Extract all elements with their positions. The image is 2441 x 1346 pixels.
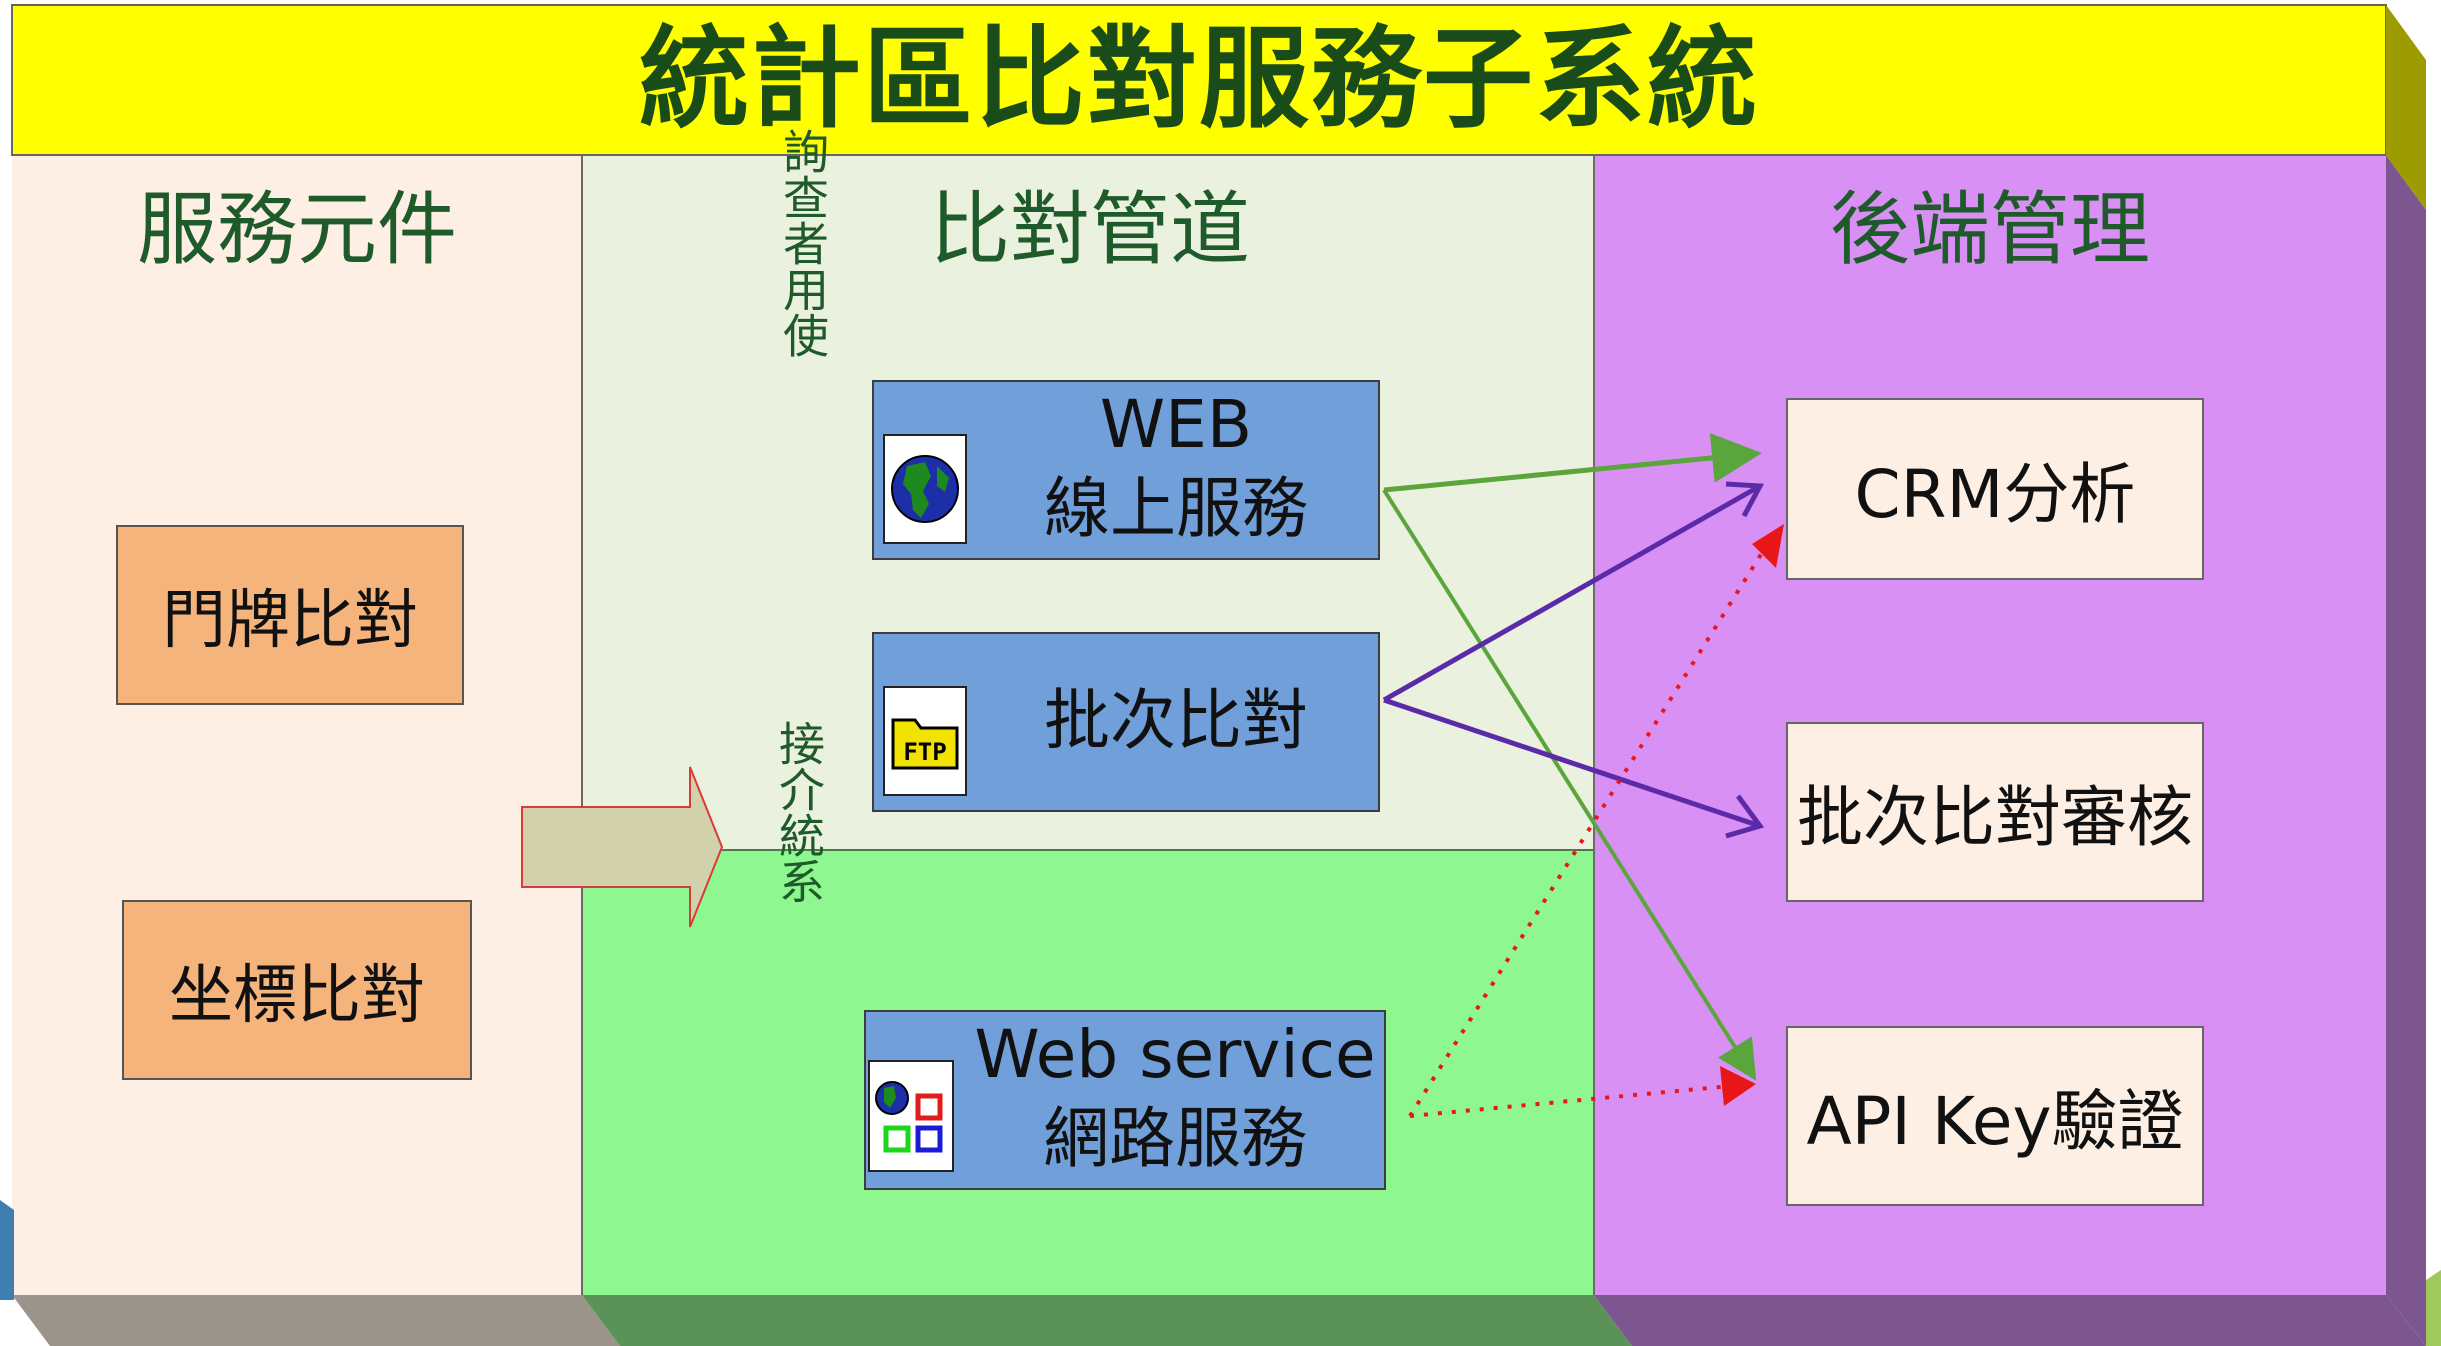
channel-web-line1: WEB [1099,386,1253,463]
title-bar [11,4,2387,156]
component-door-match: 門牌比對 [116,525,464,705]
section-title-backend: 後端管理 [1830,183,2150,276]
channel-webservice-line1: Web service [974,1016,1376,1093]
ftp-folder-icon: FTP [883,686,967,796]
bottom-depth-right [1594,1295,2426,1346]
backend-batch-review: 批次比對審核 [1786,722,2204,902]
title-bar-depth [2386,5,2426,210]
arrow-web-to-apikey [1382,488,1757,1081]
section-title-channels: 比對管道 [930,183,1250,276]
channel-webservice-line2: 網路服務 [1043,1100,1307,1177]
bottom-depth-middle [582,1295,1632,1346]
right-arrow-icon [521,766,724,928]
page-title: 統計區比對服務子系統 [639,15,1759,143]
backend-api-key-verify: API Key驗證 [1786,1026,2204,1206]
globe-windows-icon [868,1060,954,1172]
arrow-batch-to-review [1383,697,1761,829]
bottom-depth-left [12,1295,620,1346]
component-coordinate-match: 坐標比對 [122,900,472,1080]
arrow-webservice-to-crm [1408,538,1772,1118]
channel-web-line2: 線上服務 [1044,470,1308,547]
corner-decoration-left [0,1200,14,1300]
right-depth-face [2386,155,2426,1346]
vertical-label-query-users: 詢查者用使 [776,128,830,358]
channel-batch-label: 批次比對 [1044,682,1308,759]
arrow-batch-to-crm [1382,483,1762,703]
backend-crm-analysis: CRM分析 [1786,398,2204,580]
arrow-webservice-to-apikey [1409,1082,1753,1118]
corner-decoration-right [2426,1270,2441,1346]
ftp-icon-text: FTP [903,738,946,766]
section-title-components: 服務元件 [137,183,457,276]
vertical-label-interface-system: 接介統系 [772,720,826,904]
arrow-web-to-crm [1383,433,1762,493]
globe-icon [883,434,967,544]
components-column [12,155,582,1295]
